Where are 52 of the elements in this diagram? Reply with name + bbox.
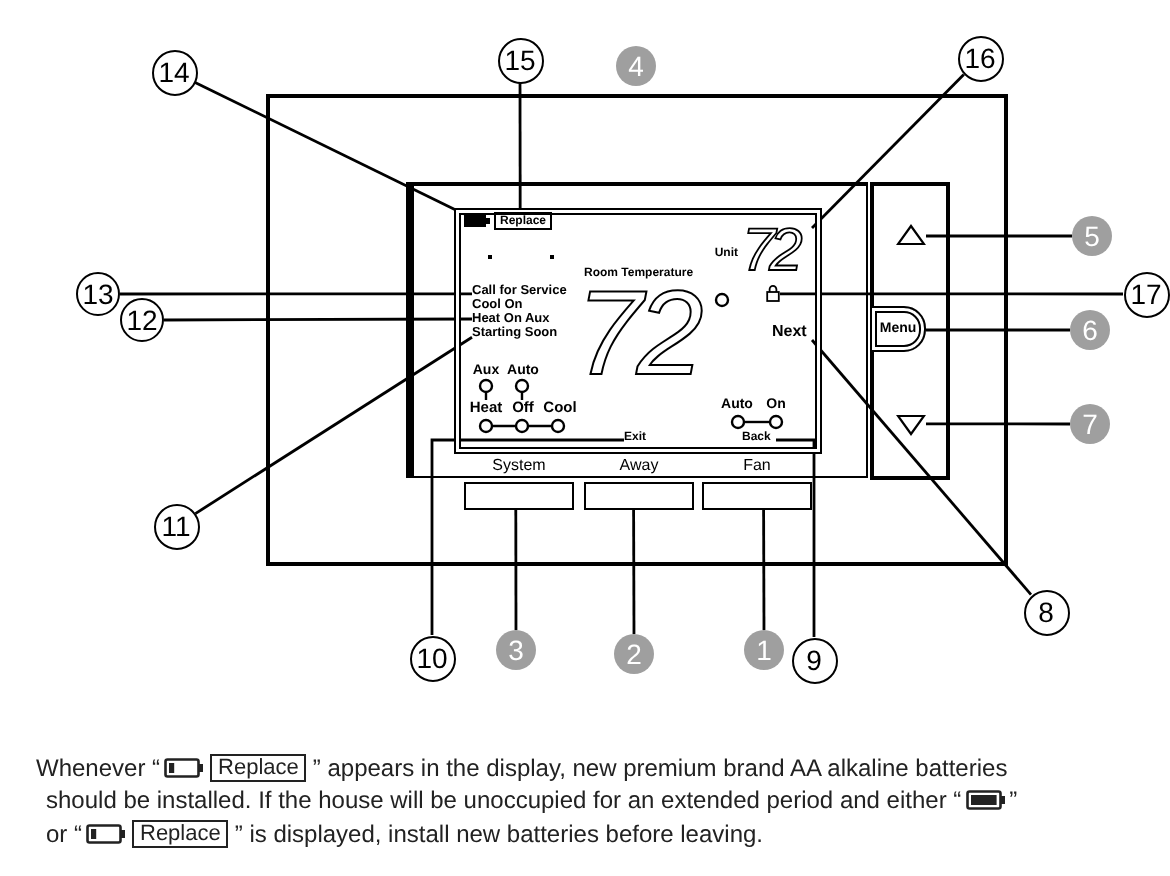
- callout-number: 7: [1070, 404, 1110, 444]
- leader-line: [780, 292, 1123, 296]
- leader-line: [762, 510, 766, 630]
- replace-indicator: Replace: [132, 820, 229, 848]
- note-text: ” appears in the display, new premium brand AA alkaline batteries: [312, 752, 1008, 784]
- leader-line: [776, 438, 816, 637]
- callout-number: 16: [957, 35, 1003, 81]
- segment-digits: 72: [742, 228, 812, 278]
- button-label: Fan: [741, 456, 773, 474]
- leader-line: [811, 73, 965, 229]
- leader-line: [926, 234, 1072, 238]
- callout-number: 1: [744, 630, 784, 670]
- note-text: Whenever “: [36, 752, 161, 784]
- leader-line: [518, 83, 522, 212]
- note-text: should be installed. If the house will be unoccupied for an extended period and either “: [46, 784, 962, 816]
- leader-line: [514, 510, 518, 630]
- leader-line: [632, 510, 636, 634]
- segment-digits: 72: [576, 282, 702, 384]
- callout-number: 12: [120, 298, 164, 342]
- callout-number: 5: [1072, 216, 1112, 256]
- callout-number: 4: [616, 46, 656, 86]
- leader-line: [120, 292, 472, 296]
- callout-number: 3: [496, 630, 536, 670]
- callout-number: 11: [153, 503, 199, 549]
- prompt-text: Next: [772, 322, 812, 340]
- lock-icon: [766, 284, 780, 302]
- down-arrow-icon: [896, 414, 926, 436]
- replace-indicator: Replace: [210, 754, 307, 782]
- battery-icon: [464, 214, 490, 228]
- callout-number: 9: [791, 637, 837, 683]
- button-label: Away: [617, 456, 661, 474]
- note-text: or “: [46, 818, 82, 850]
- callout-number: 2: [614, 634, 654, 674]
- callout-number: 8: [1023, 589, 1069, 635]
- up-arrow-icon: [896, 224, 926, 246]
- button-label: System: [490, 456, 548, 474]
- callout-number: 6: [1070, 310, 1110, 350]
- leader-line: [926, 328, 1070, 332]
- leader-line: [194, 336, 473, 515]
- leader-line: [164, 317, 472, 322]
- callout-number: 13: [76, 272, 120, 316]
- note-text: ”: [1009, 784, 1018, 816]
- leader-line: [926, 422, 1070, 426]
- note-text: ” is displayed, install new batteries before leaving.: [234, 818, 763, 850]
- leader-line: [430, 438, 624, 635]
- callout-number: 17: [1123, 271, 1169, 317]
- callout-number: 14: [151, 49, 197, 95]
- lcd-screen: [454, 208, 822, 454]
- callout-number: 15: [497, 37, 543, 83]
- leader-line: [810, 339, 1033, 596]
- callout-number: 10: [409, 635, 455, 681]
- thermostat-body: [266, 94, 1008, 566]
